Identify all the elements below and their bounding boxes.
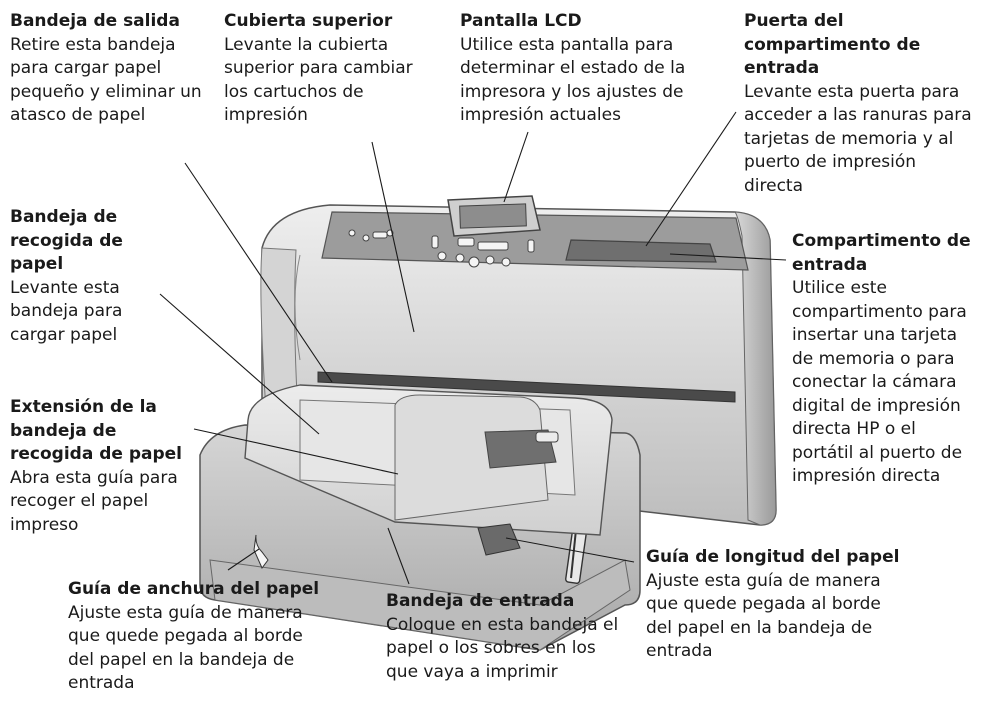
callout-title: Bandeja de salida: [10, 11, 180, 31]
callout-title: Puerta del compartimento de entrada: [744, 11, 921, 78]
callout-bandeja-entrada: Bandeja de entrada Coloque en esta bande…: [386, 590, 626, 684]
callout-puerta-compartimento: Puerta del compartimento de entrada Leva…: [744, 10, 976, 198]
callout-desc: Ajuste esta guía de manera que quede peg…: [68, 602, 303, 694]
leader-bandeja-recogida: [159, 293, 320, 435]
callout-pantalla-lcd: Pantalla LCD Utilice esta pantalla para …: [460, 10, 720, 128]
callout-title: Compartimento de entrada: [792, 231, 971, 275]
callout-extension-bandeja: Extensión de la bandeja de recogida de p…: [10, 396, 190, 537]
output-tray: [244, 384, 613, 569]
leader-extension: [193, 428, 399, 475]
callout-compartimento-entrada: Compartimento de entrada Utilice este co…: [792, 230, 982, 489]
callout-desc: Levante la cubierta superior para cambia…: [224, 34, 413, 126]
leader-compartimento: [669, 253, 787, 261]
leader-guia-longitud: [505, 537, 635, 563]
callout-bandeja-recogida: Bandeja de recogida de papel Levante est…: [10, 206, 180, 347]
leader-bandeja-entrada: [387, 527, 410, 585]
callout-desc: Coloque en esta bandeja el papel o los s…: [386, 614, 619, 682]
leader-pantalla-lcd: [503, 131, 529, 203]
callout-title: Guía de anchura del papel: [68, 579, 320, 599]
lcd-screen: [447, 195, 541, 237]
callout-title: Cubierta superior: [224, 11, 393, 31]
callout-desc: Levante esta bandeja para cargar papel: [10, 277, 123, 345]
callout-desc: Retire esta bandeja para cargar papel pe…: [10, 34, 202, 126]
callout-title: Bandeja de entrada: [386, 591, 575, 611]
callout-title: Pantalla LCD: [460, 11, 582, 31]
callout-cubierta-superior: Cubierta superior Levante la cubierta su…: [224, 10, 414, 128]
leader-guia-anchura: [227, 548, 260, 571]
control-panel: [321, 211, 749, 271]
leader-lines: [159, 111, 787, 585]
callout-title: Guía de longitud del papel: [646, 547, 900, 567]
callout-desc: Ajuste esta guía de manera que quede peg…: [646, 570, 881, 662]
callout-desc: Abra esta guía para recoger el papel imp…: [10, 467, 178, 535]
callout-guia-anchura: Guía de anchura del papel Ajuste esta gu…: [68, 578, 328, 696]
callout-desc: Levante esta puerta para acceder a las r…: [744, 81, 972, 196]
callout-title: Extensión de la bandeja de recogida de p…: [10, 397, 183, 464]
callout-guia-longitud: Guía de longitud del papel Ajuste esta g…: [646, 546, 906, 664]
leader-puerta: [645, 111, 737, 247]
callout-title: Bandeja de recogida de papel: [10, 207, 123, 274]
callout-bandeja-salida: Bandeja de salida Retire esta bandeja pa…: [10, 10, 210, 128]
callout-desc: Utilice este compartimento para insertar…: [792, 278, 967, 486]
callout-desc: Utilice esta pantalla para determinar el…: [460, 34, 686, 126]
leader-cubierta-superior: [371, 141, 415, 333]
leader-bandeja-salida: [184, 162, 333, 383]
